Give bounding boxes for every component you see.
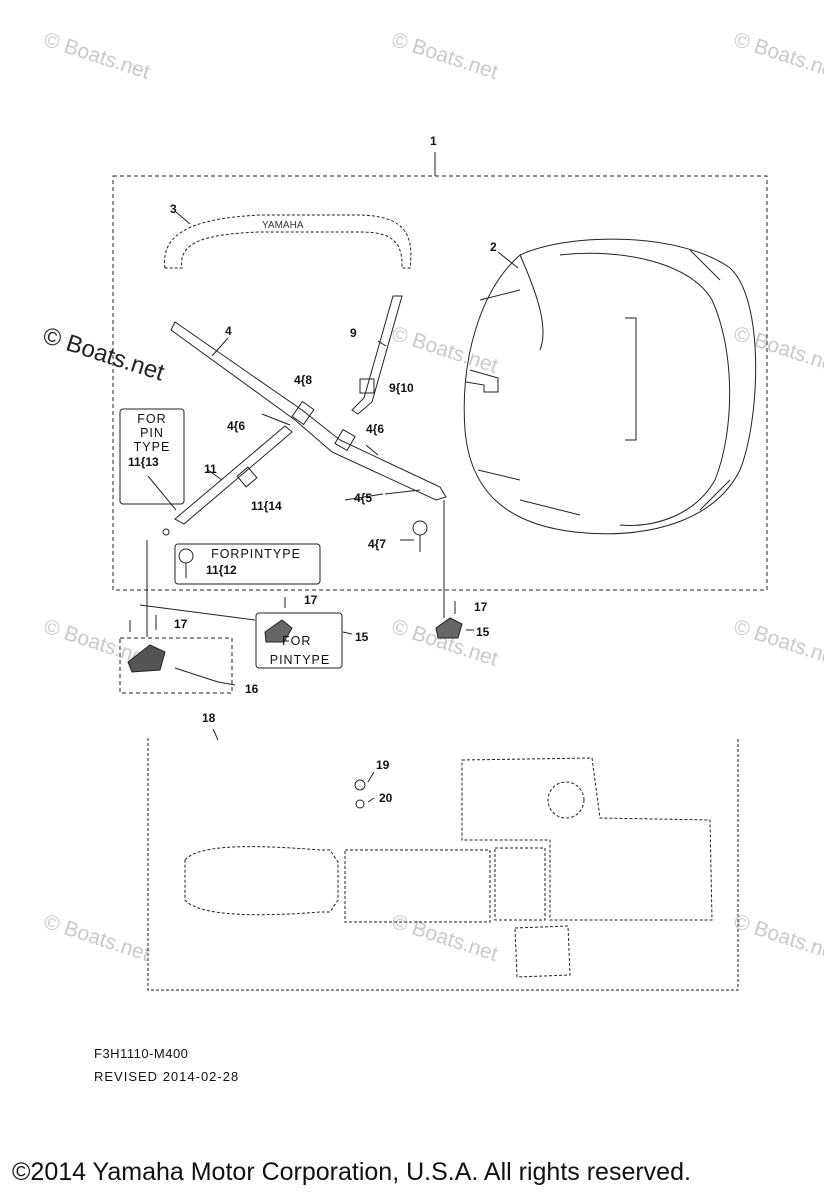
callout-20: 20	[379, 791, 393, 805]
part-15-bracket	[264, 619, 293, 643]
callout-17-center: 17	[304, 593, 318, 607]
note-box-1-text: FOR PIN TYPE	[120, 412, 184, 454]
callout-18: 18	[202, 711, 216, 725]
copyright-notice: ©2014 Yamaha Motor Corporation, U.S.A. A…	[12, 1158, 691, 1186]
note-line: PINTYPE	[269, 653, 331, 667]
callout-4-7: 4{7	[368, 537, 387, 551]
callout-11-13: 11{13	[128, 455, 159, 469]
callout-4-6-left: 4{6	[227, 419, 246, 433]
part-16-box	[119, 637, 233, 694]
part-9-pole	[351, 295, 403, 415]
callout-4: 4	[225, 324, 232, 338]
callout-3: 3	[170, 202, 177, 216]
note-line: PIN	[140, 426, 164, 440]
callout-15-center: 15	[355, 630, 369, 644]
callout-1: 1	[430, 134, 437, 148]
note-line: FOR	[282, 634, 312, 648]
callout-11: 11	[204, 462, 217, 476]
note-box-3-text: FOR PINTYPE	[258, 634, 342, 667]
yamaha-logo: YAMAHA	[262, 220, 304, 231]
callout-4-8: 4{8	[294, 373, 313, 387]
callout-17-left: 17	[174, 617, 188, 631]
part-15-bracket-right	[435, 617, 463, 639]
part-19-fastener	[354, 779, 366, 791]
part-16-bracket	[127, 644, 166, 673]
callout-11-12: 11{12	[206, 563, 237, 577]
callout-17-right: 17	[474, 600, 488, 614]
callout-9: 9	[350, 326, 357, 340]
note-box-3	[255, 612, 343, 669]
part-18-mat	[147, 738, 739, 991]
part-4-pole	[170, 321, 447, 501]
callout-19: 19	[376, 758, 390, 772]
callout-9-10: 9{10	[389, 381, 414, 395]
part-11-pole	[162, 425, 293, 536]
callout-4-6-right: 4{6	[366, 422, 385, 436]
callout-11-14: 11{14	[251, 499, 282, 513]
revised-date: 2014-02-28	[162, 1069, 240, 1084]
note-box-1	[119, 408, 185, 505]
revised-label: REVISED	[94, 1069, 159, 1084]
part-20-washer	[355, 799, 365, 809]
note-line: TYPE	[133, 440, 171, 454]
note-box-2	[174, 543, 321, 585]
part-3-grab-bar	[164, 214, 412, 269]
note-box-2-text: FORPINTYPE	[211, 547, 301, 561]
part-2-cover	[463, 238, 757, 535]
callout-4-5: 4{5	[354, 491, 373, 505]
note-line: FOR	[137, 412, 167, 426]
diagram-code: F3H1110-M400	[94, 1046, 189, 1061]
callout-16: 16	[245, 682, 259, 696]
callout-15-right: 15	[476, 625, 490, 639]
callout-2: 2	[490, 240, 497, 254]
revision-line: REVISED 2014-02-28	[94, 1069, 239, 1084]
assembly-box	[112, 175, 768, 591]
